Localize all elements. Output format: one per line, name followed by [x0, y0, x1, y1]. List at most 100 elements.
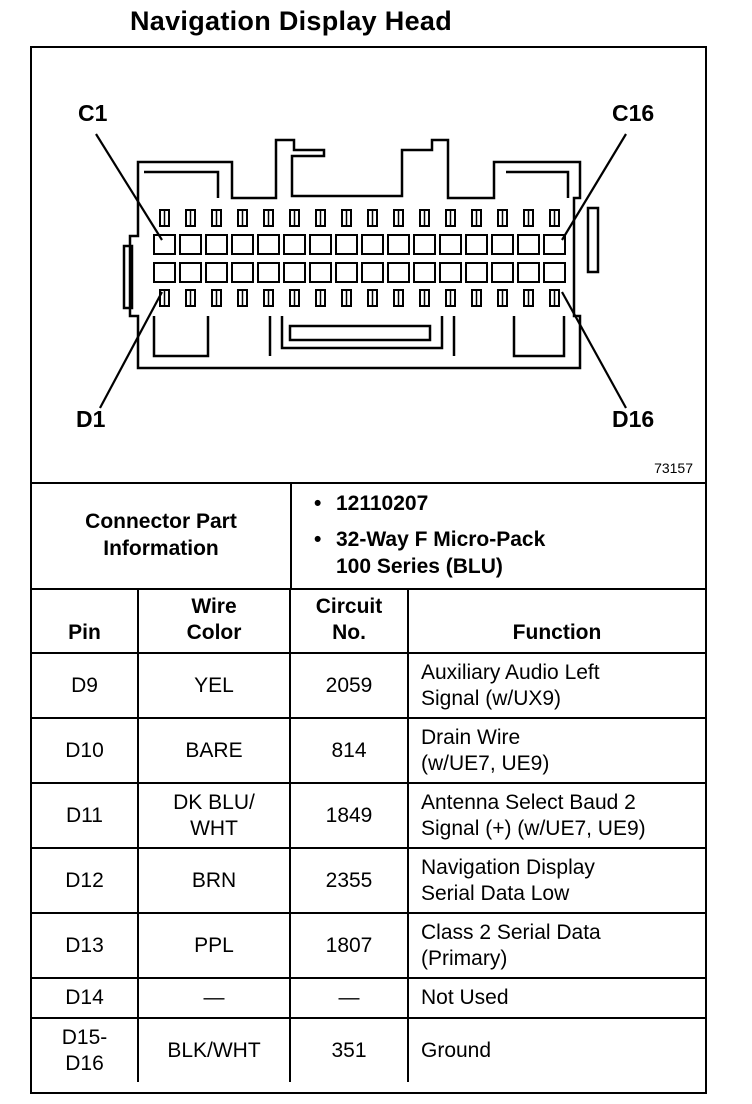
cavity-c: [387, 234, 410, 255]
connector-drawing: [95, 133, 627, 409]
cavity-c: [361, 234, 384, 255]
cavity-c: [491, 234, 514, 255]
cavity-d: [283, 262, 306, 283]
cavity-d: [517, 262, 540, 283]
cavity-d: [413, 262, 436, 283]
cavity-c: [465, 234, 488, 255]
cavity-c: [205, 234, 228, 255]
function-cell: Not Used: [407, 977, 705, 1019]
circuit-cell: 351: [289, 1017, 409, 1082]
cavity-d: [153, 262, 176, 283]
pin-cell: D13: [32, 912, 139, 979]
pin-cell: D11: [32, 782, 139, 849]
cavity-d: [361, 262, 384, 283]
cavity-d: [465, 262, 488, 283]
table-row: D14——Not Used: [32, 977, 705, 1019]
wire-color-cell: BLK/WHT: [137, 1017, 291, 1082]
wire-color-cell: —: [137, 977, 291, 1019]
label-d16: D16: [612, 406, 655, 432]
connector-info-label: Connector Part Information: [32, 482, 292, 588]
cavity-c: [257, 234, 280, 255]
right-flange: [586, 206, 600, 274]
cavity-d: [309, 262, 332, 283]
description-line1: 32-Way F Micro-Pack: [336, 528, 546, 551]
wire-color-cell: YEL: [137, 652, 291, 719]
leader-d16: [561, 291, 627, 409]
pin-cell: D14: [32, 977, 139, 1019]
cavity-c: [517, 234, 540, 255]
cavity-c: [153, 234, 176, 255]
header-pin: Pin: [32, 588, 139, 654]
circuit-cell: 2059: [289, 652, 409, 719]
cavity-c: [309, 234, 332, 255]
pin-cell: D10: [32, 717, 139, 784]
circuit-cell: —: [289, 977, 409, 1019]
housing-outline: [128, 138, 582, 370]
circuit-cell: 814: [289, 717, 409, 784]
pin-cell: D12: [32, 847, 139, 914]
pin-cell: D15-D16: [32, 1017, 139, 1082]
circuit-cell: 1849: [289, 782, 409, 849]
wire-color-cell: BARE: [137, 717, 291, 784]
cavity-d: [257, 262, 280, 283]
label-d1: D1: [76, 406, 106, 432]
leader-c1: [95, 133, 163, 241]
connector-info-label-line2: Information: [103, 537, 219, 560]
label-c16: C16: [612, 100, 655, 126]
latch-slot: [288, 324, 432, 342]
cavity-d: [231, 262, 254, 283]
wire-color-cell: DK BLU/WHT: [137, 782, 291, 849]
cavity-d: [439, 262, 462, 283]
circuit-cell: 2355: [289, 847, 409, 914]
left-flange: [122, 244, 134, 310]
function-cell: Ground: [407, 1017, 705, 1082]
connector-diagram: C1 C16 D1 D16 73157: [32, 48, 705, 484]
connector-frame: C1 C16 D1 D16 73157 Connector Part Infor…: [30, 46, 707, 1094]
cavity-c: [231, 234, 254, 255]
cavity-d: [179, 262, 202, 283]
page-title: Navigation Display Head: [130, 6, 452, 36]
function-cell: Class 2 Serial Data(Primary): [407, 912, 705, 979]
leader-d1: [99, 291, 163, 409]
part-number-item: • 12110207: [314, 490, 429, 517]
circuit-cell: 1807: [289, 912, 409, 979]
cavity-c: [283, 234, 306, 255]
cavity-c: [335, 234, 358, 255]
leader-c16: [561, 133, 627, 241]
pin-cell: D9: [32, 652, 139, 719]
cavity-d: [387, 262, 410, 283]
cavity-d: [543, 262, 566, 283]
cavity-c: [439, 234, 462, 255]
connector-info-label-line1: Connector Part: [85, 510, 237, 533]
description-line2: 100 Series (BLU): [336, 555, 503, 578]
cavity-d: [205, 262, 228, 283]
description-item: • 32-Way F Micro-Pack 100 Series (BLU): [314, 526, 546, 580]
connector-info-details: • 12110207 • 32-Way F Micro-Pack 100 Ser…: [292, 482, 705, 588]
label-c1: C1: [78, 100, 108, 126]
cavity-c: [413, 234, 436, 255]
bullet-icon: •: [314, 492, 322, 515]
cavity-c: [179, 234, 202, 255]
bullet-icon: •: [314, 528, 322, 551]
connector-info: Connector Part Information • 12110207 • …: [32, 482, 705, 590]
wire-color-cell: BRN: [137, 847, 291, 914]
header-function: Function: [407, 588, 705, 654]
function-cell: Drain Wire(w/UE7, UE9): [407, 717, 705, 784]
wire-color-cell: PPL: [137, 912, 291, 979]
part-number: 12110207: [336, 492, 429, 515]
cavity-c: [543, 234, 566, 255]
cavity-d: [335, 262, 358, 283]
